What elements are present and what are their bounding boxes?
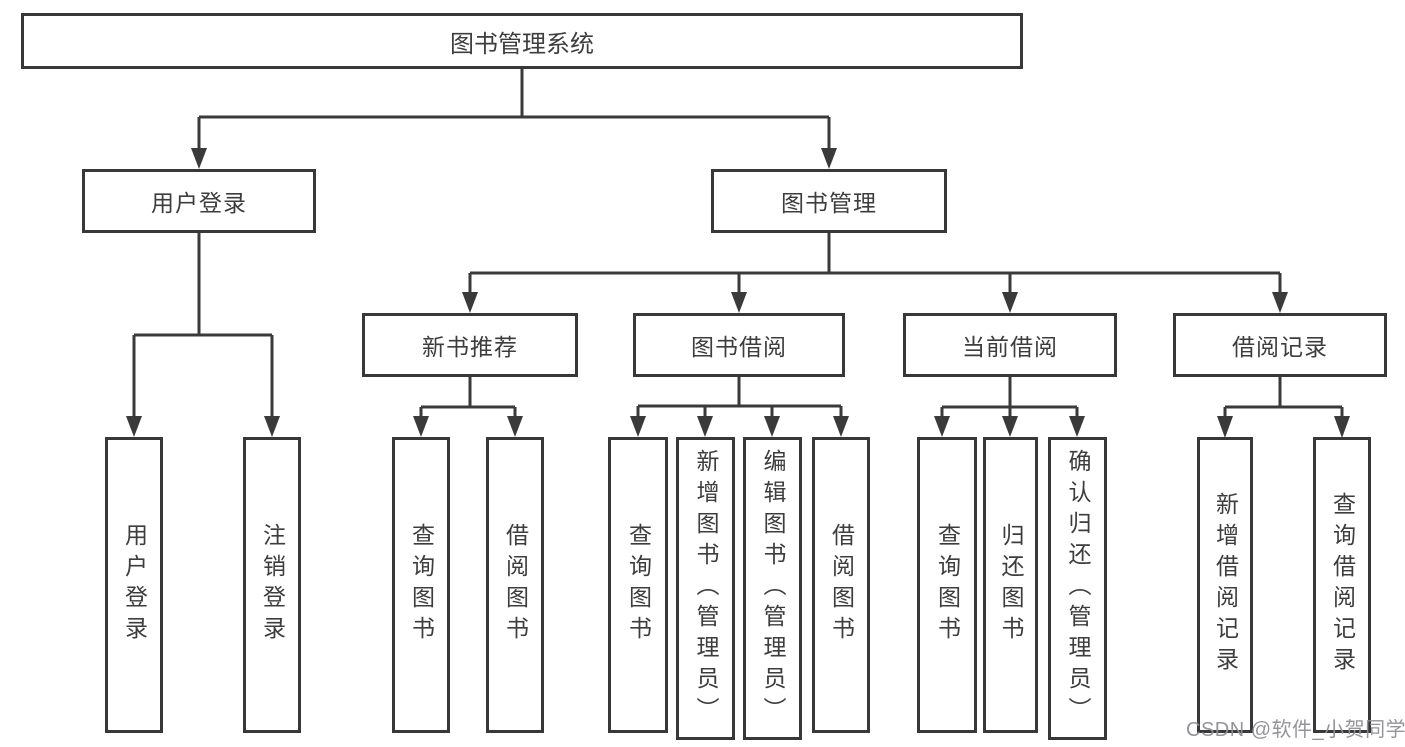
- node-label: 新书推荐: [422, 334, 518, 360]
- leaf-label: 新增借阅记录: [1212, 492, 1239, 678]
- leaf-label: 编辑图书（管理员）: [760, 449, 786, 728]
- leaf-logout: 注销登录: [243, 437, 301, 733]
- node-book-management: 图书管理: [711, 169, 947, 233]
- node-current-borrow: 当前借阅: [903, 313, 1117, 377]
- node-book-borrow: 图书借阅: [633, 313, 845, 377]
- leaf-label: 用户登录: [121, 523, 148, 647]
- leaf-label: 新增图书（管理员）: [693, 449, 719, 728]
- leaf-query-books-current: 查询图书: [917, 437, 977, 733]
- leaf-borrow-books-recommend: 借阅图书: [486, 437, 544, 733]
- leaf-add-borrow-record: 新增借阅记录: [1197, 437, 1253, 733]
- node-label: 用户登录: [151, 190, 247, 216]
- leaf-label: 借阅图书: [828, 523, 855, 647]
- node-label: 图书借阅: [691, 334, 787, 360]
- leaf-borrow-books: 借阅图书: [812, 437, 870, 733]
- arrowheads: [126, 148, 1350, 438]
- csdn-watermark: CSDN @软件_小贺同学: [1186, 719, 1405, 741]
- leaf-confirm-return-admin: 确认归还（管理员）: [1048, 437, 1107, 740]
- node-label: 借阅记录: [1232, 334, 1328, 360]
- leaf-label: 确认归还（管理员）: [1065, 449, 1091, 728]
- node-user-login: 用户登录: [82, 169, 316, 233]
- leaf-label: 归还图书: [998, 523, 1024, 647]
- leaf-return-book: 归还图书: [983, 437, 1038, 733]
- node-label: 当前借阅: [962, 334, 1058, 360]
- leaf-user-login: 用户登录: [105, 437, 163, 733]
- leaf-label: 查询图书: [934, 523, 961, 647]
- leaf-label: 借阅图书: [502, 523, 529, 647]
- leaf-label: 注销登录: [259, 523, 286, 647]
- leaf-edit-book-admin: 编辑图书（管理员）: [743, 437, 802, 740]
- node-borrow-records: 借阅记录: [1173, 313, 1387, 377]
- leaf-add-book-admin: 新增图书（管理员）: [676, 437, 735, 740]
- node-label: 图书管理系统: [450, 30, 594, 58]
- leaf-label: 查询图书: [625, 523, 652, 647]
- leaf-label: 查询借阅记录: [1329, 492, 1356, 678]
- node-label: 图书管理: [781, 190, 877, 216]
- node-new-book-recommend: 新书推荐: [362, 313, 578, 377]
- leaf-query-borrow-record: 查询借阅记录: [1313, 437, 1371, 733]
- leaf-query-books-recommend: 查询图书: [392, 437, 450, 733]
- leaf-label: 查询图书: [408, 523, 435, 647]
- node-library-management-system: 图书管理系统: [21, 13, 1023, 69]
- leaf-query-books-borrow: 查询图书: [608, 437, 668, 733]
